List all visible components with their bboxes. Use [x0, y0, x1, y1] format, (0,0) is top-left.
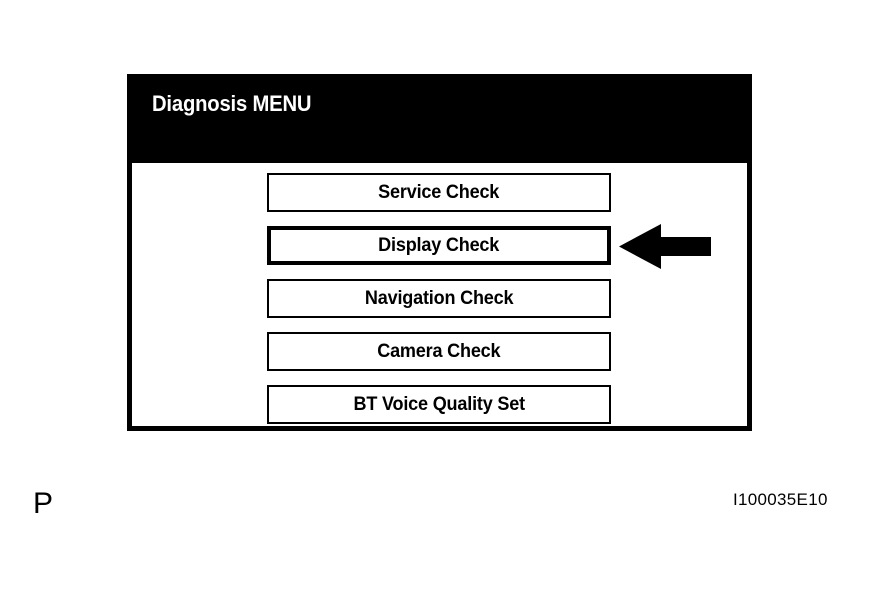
menu-item-navigation-check[interactable]: Navigation Check — [267, 279, 611, 318]
arrow-left-icon — [619, 224, 711, 269]
menu-item-label: Display Check — [378, 235, 500, 256]
page-marker: P — [33, 487, 54, 520]
screen-header-bar: Diagnosis MENU — [127, 74, 752, 163]
menu-item-label: Navigation Check — [364, 288, 514, 309]
menu-item-label: Camera Check — [377, 341, 501, 362]
menu-item-display-check[interactable]: Display Check — [267, 226, 611, 265]
menu-item-label: Service Check — [378, 182, 500, 203]
menu-item-bt-voice-quality-set[interactable]: BT Voice Quality Set — [267, 385, 611, 424]
menu-item-label: BT Voice Quality Set — [353, 394, 525, 415]
screen-title: Diagnosis MENU — [152, 91, 312, 116]
figure-code: I100035E10 — [733, 490, 828, 509]
diagnosis-menu-list: Service Check Display Check Navigation C… — [267, 173, 611, 438]
menu-item-service-check[interactable]: Service Check — [267, 173, 611, 212]
menu-item-camera-check[interactable]: Camera Check — [267, 332, 611, 371]
